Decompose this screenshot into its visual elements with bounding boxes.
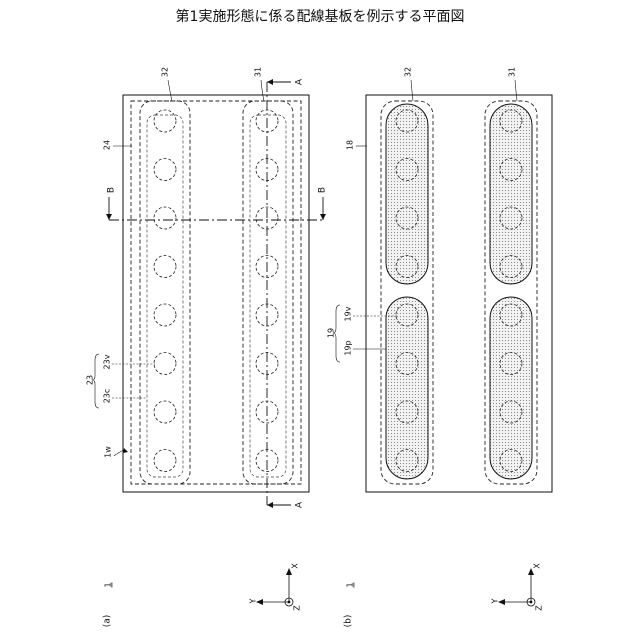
via-circle-a-col1-6 bbox=[154, 353, 176, 375]
conductor-pad-19p-left-lower bbox=[386, 297, 428, 479]
axis-label-y-a: Y bbox=[249, 598, 258, 604]
arrowhead-1w bbox=[123, 448, 128, 453]
coordinate-axes-a: X Y Z bbox=[249, 563, 302, 611]
leader-31-b bbox=[515, 80, 517, 101]
leader-31-a bbox=[261, 80, 264, 101]
solder-resist-region-24 bbox=[131, 101, 301, 484]
axis-label-y-b: Y bbox=[491, 598, 500, 604]
label-section-b-left: B bbox=[107, 187, 117, 193]
via-circle-a-col1-3 bbox=[154, 207, 176, 229]
via-circle-a-col1-1 bbox=[154, 110, 176, 132]
section-arrowhead-a-top bbox=[267, 79, 273, 85]
via-circle-a-col1-2 bbox=[154, 159, 176, 181]
label-section-a-bottom: A bbox=[295, 501, 305, 508]
label-1w: 1w bbox=[104, 446, 113, 458]
label-18: 18 bbox=[346, 140, 355, 150]
label-section-a-top: A bbox=[295, 78, 305, 85]
via-circle-a-col1-5 bbox=[154, 304, 176, 326]
leader-32-a bbox=[168, 80, 172, 101]
panel-caption-a: (a) bbox=[103, 615, 113, 628]
conductor-pad-19p-right-upper bbox=[490, 104, 532, 284]
via-circle-a-col1-8 bbox=[154, 450, 176, 472]
label-31-a: 31 bbox=[254, 67, 263, 77]
via-circle-a-col1-7 bbox=[154, 401, 176, 423]
axis-label-x-b: X bbox=[533, 563, 542, 569]
label-31-b: 31 bbox=[508, 67, 517, 77]
brace-19 bbox=[333, 305, 340, 362]
board-outline-a bbox=[123, 95, 309, 492]
figure-number-b: 1 bbox=[346, 582, 355, 587]
label-section-b-right: B bbox=[318, 187, 328, 193]
conductor-pad-19p-left-upper bbox=[386, 104, 428, 284]
axis-label-z-a: Z bbox=[293, 605, 302, 611]
leader-32-b bbox=[411, 80, 413, 101]
axis-label-x-a: X bbox=[291, 563, 300, 569]
section-arrowhead-b-left bbox=[106, 214, 112, 220]
conductor-pad-19p-right-lower bbox=[490, 297, 532, 479]
label-32-b: 32 bbox=[404, 67, 413, 77]
via-group-a bbox=[154, 110, 278, 472]
label-19v: 19v bbox=[344, 306, 353, 321]
section-arrowhead-a-bottom bbox=[267, 502, 273, 508]
label-32-a: 32 bbox=[161, 67, 170, 77]
axis-label-z-b: Z bbox=[535, 605, 544, 611]
label-23v: 23v bbox=[103, 354, 112, 369]
section-arrowhead-b-right bbox=[320, 214, 326, 220]
label-19p: 19p bbox=[344, 340, 353, 355]
panel-caption-b: (b) bbox=[344, 615, 354, 628]
panel-a: A A B B 32 31 24 23 23v 23c 1w bbox=[86, 67, 328, 627]
via-circle-a-col1-4 bbox=[154, 256, 176, 278]
panel-b: 32 31 18 19 19v 19p X Y Z 1 (b) bbox=[327, 67, 553, 627]
coordinate-axes-b: X Y Z bbox=[491, 563, 544, 611]
label-24: 24 bbox=[103, 140, 112, 150]
label-23c: 23c bbox=[103, 389, 112, 404]
figure-number-a: 1 bbox=[104, 582, 113, 587]
